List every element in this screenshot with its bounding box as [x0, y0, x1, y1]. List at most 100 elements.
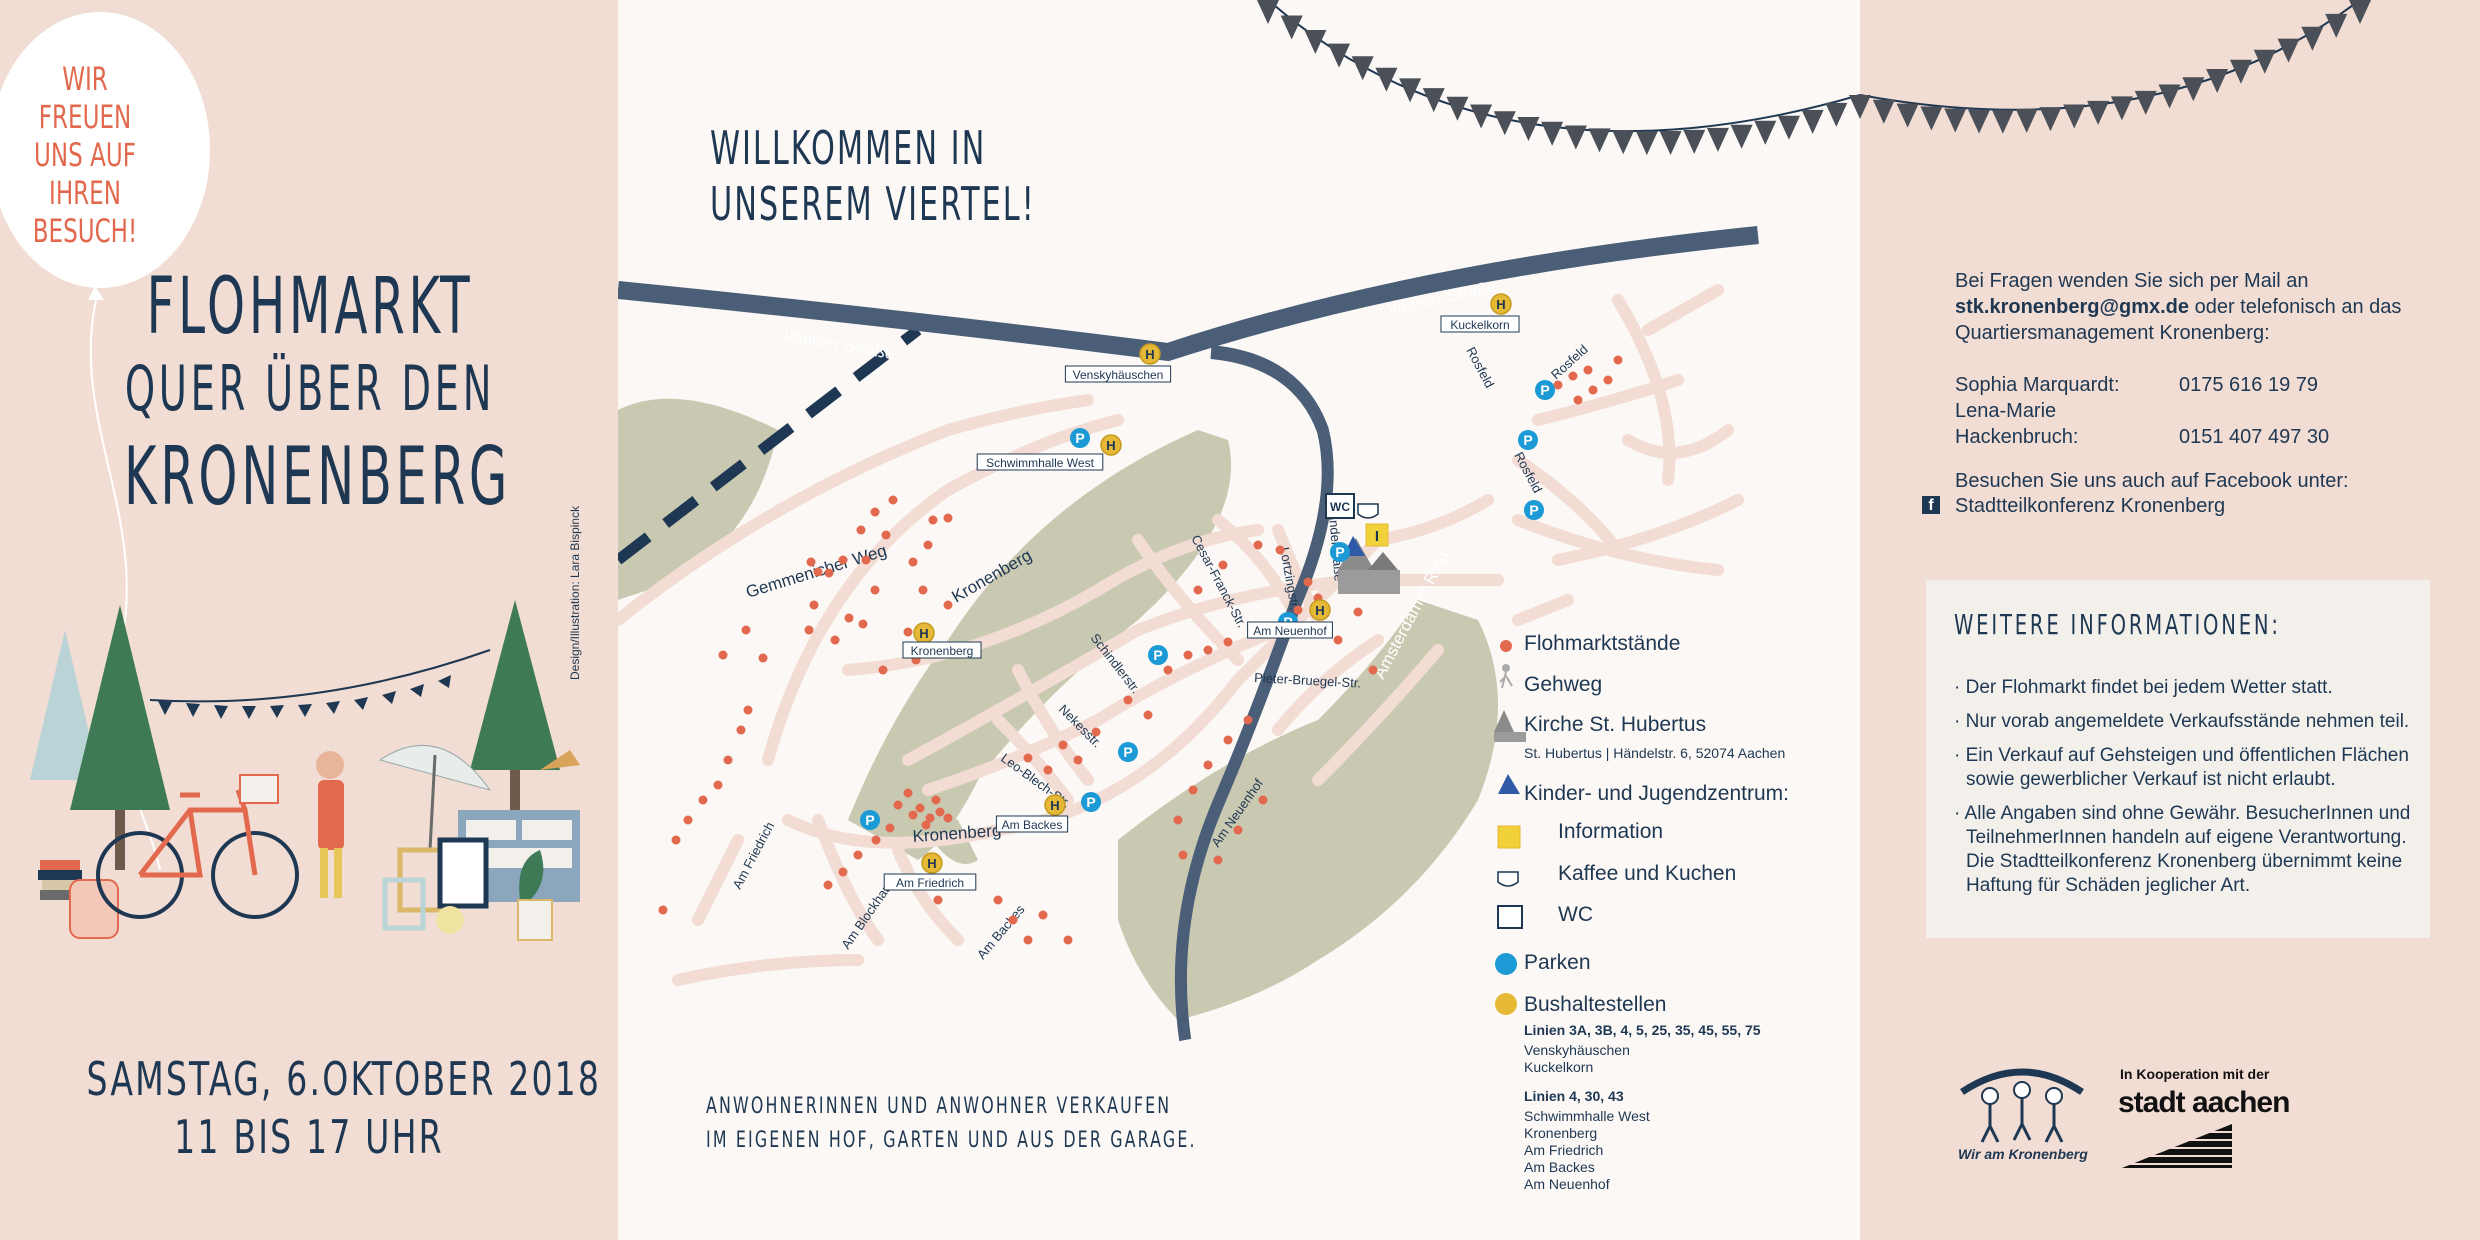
bunting-flag — [1257, 0, 1279, 24]
bunting-flag — [2253, 49, 2276, 74]
stand-dot — [861, 555, 871, 565]
bus-stop-am_neuenhof[interactable]: H Am Neuenhof — [1247, 599, 1333, 639]
stand-dot — [921, 820, 931, 830]
event-time: 11 BIS 17 UHR — [174, 1110, 444, 1164]
bunting-flag — [1517, 116, 1540, 141]
stand-dot — [1023, 935, 1033, 945]
svg-text:Am Neuenhof: Am Neuenhof — [1253, 624, 1327, 638]
stand-dot — [908, 557, 918, 567]
bus-stop-am_backes[interactable]: HAm Backes — [995, 794, 1069, 833]
parking-icon[interactable]: P — [1535, 380, 1555, 400]
contact-email-link[interactable]: stk.kronenberg@gmx.de — [1955, 296, 2190, 318]
green-area-south — [908, 800, 978, 864]
stand-dot — [823, 880, 833, 890]
left-panel: WIR FREUEN UNS AUF IHREN BESUCH! FLOHMAR… — [0, 0, 618, 1240]
stand-dot — [1613, 355, 1623, 365]
svg-text:P: P — [1540, 382, 1549, 398]
residents-line: ANWOHNERINNEN UND ANWOHNER VERKAUFEN — [706, 1094, 1172, 1119]
svg-text:Am Friedrich: Am Friedrich — [896, 876, 964, 890]
bunting-flag — [1399, 78, 1422, 103]
stand-dot — [1258, 795, 1268, 805]
parking-icon[interactable]: P — [1070, 428, 1090, 448]
info-item: · Der Flohmarkt findet bei jedem Wetter … — [1954, 677, 2333, 698]
stand-dot — [804, 625, 814, 635]
stand-dot — [878, 665, 888, 675]
person-phone[interactable]: 0175 616 19 79 — [2179, 374, 2319, 396]
stand-dot — [925, 813, 935, 823]
bunting-flag — [1896, 103, 1919, 128]
stand-dot — [1143, 710, 1153, 720]
bunting-flag — [2229, 59, 2252, 84]
neighborhood-map[interactable]: Vaalser Straße Vaalser Straße Amsterdame… — [618, 200, 1860, 1060]
legend-lines-2: Linien 4, 30, 43 — [1524, 1088, 1624, 1104]
contact-line: stk.kronenberg@gmx.de oder telefonisch a… — [1955, 294, 2455, 320]
svg-text:P: P — [865, 812, 874, 828]
wc-map-icon[interactable]: WC — [1325, 493, 1355, 519]
balloon-line: FREUEN — [38, 98, 132, 136]
event-date: SAMSTAG, 6.OKTOBER 2018 — [86, 1052, 602, 1106]
label-haendel: Händelstraße — [1325, 503, 1347, 582]
balloon-line: WIR — [62, 60, 108, 98]
stand-dot — [1353, 607, 1363, 617]
stand-dot — [1091, 727, 1101, 737]
legend-stop: Schwimmhalle West — [1524, 1108, 1650, 1124]
info-map-icon[interactable]: I — [1365, 523, 1389, 547]
bunting-flag — [2039, 107, 2062, 132]
cooperation-label: In Kooperation mit der — [2120, 1066, 2270, 1082]
person-row: Sophia Marquardt: 0175 616 19 79 — [1955, 372, 2455, 398]
bunting-flag — [1493, 111, 1516, 136]
parking-icon[interactable]: P — [1330, 542, 1350, 562]
person-name: Lena-Marie Hackenbruch: — [1955, 400, 2079, 448]
parking-icon[interactable]: P — [1081, 792, 1101, 812]
bunting-flag — [2182, 77, 2205, 102]
title-kronenberg: KRONENBERG — [124, 430, 512, 523]
stand-dot — [1333, 635, 1343, 645]
stand-dot — [933, 895, 943, 905]
person-phone[interactable]: 0151 407 497 30 — [2179, 426, 2330, 448]
stand-dot — [881, 530, 891, 540]
bus-stop-am_friedrich[interactable]: HAm Friedrich — [883, 852, 977, 891]
bunting-flag — [1944, 108, 1967, 133]
svg-text:P: P — [1529, 502, 1538, 518]
stand-dot — [683, 815, 693, 825]
logo-caption: Wir am Kronenberg — [1958, 1146, 2088, 1162]
facebook-link[interactable]: Stadtteilkonferenz Kronenberg — [1955, 495, 2226, 517]
stand-dot — [1368, 665, 1378, 675]
legend-stop: Kuckelkorn — [1524, 1059, 1594, 1075]
parking-icon[interactable]: P — [860, 810, 880, 830]
parking-icon[interactable]: P — [1118, 742, 1138, 762]
svg-text:H: H — [1315, 603, 1324, 618]
legend-stop: Am Backes — [1524, 1159, 1595, 1175]
svg-text:H: H — [919, 626, 928, 641]
coffee-map-icon[interactable] — [1357, 503, 1379, 519]
welcome-line: WILLKOMMEN IN — [710, 121, 987, 175]
svg-text:Am Backes: Am Backes — [1002, 818, 1063, 832]
stand-dot — [830, 635, 840, 645]
person-name: Sophia Marquardt: — [1955, 374, 2120, 396]
stand-dot — [713, 780, 723, 790]
stand-dot — [1553, 380, 1563, 390]
parking-icon[interactable]: P — [1524, 500, 1544, 520]
balloon-line: UNS AUF — [34, 136, 136, 174]
parking-icon[interactable]: P — [1518, 430, 1538, 450]
stand-dot — [943, 513, 953, 523]
bunting-flag — [2063, 104, 2086, 129]
legend-stop: Am Neuenhof — [1524, 1176, 1610, 1192]
stand-dot — [1178, 850, 1188, 860]
stand-dot — [1163, 665, 1173, 675]
contact-org: Quartiersmanagement Kronenberg: — [1955, 322, 2270, 344]
wir-am-kronenberg-logo — [1960, 1068, 2084, 1143]
svg-text:H: H — [1106, 438, 1115, 453]
bunting-flag — [2301, 26, 2324, 51]
stand-dot — [1038, 910, 1048, 920]
bunting-flag — [1754, 120, 1777, 145]
parking-icon[interactable]: P — [1148, 645, 1168, 665]
bunting-flag — [1588, 128, 1611, 153]
title-quer: QUER ÜBER DEN — [124, 352, 496, 425]
bunting-flag — [1422, 88, 1445, 113]
